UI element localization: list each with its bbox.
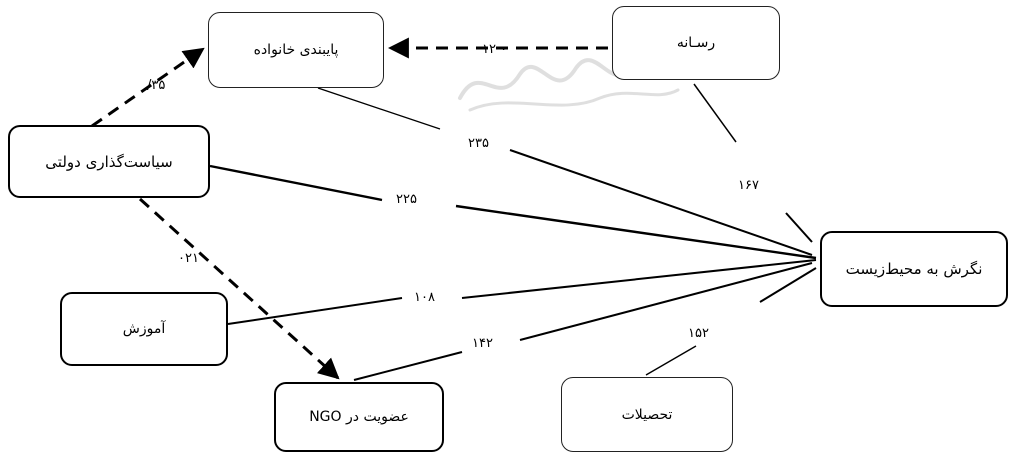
- node-government-policy-label: سیاست‌گذاری دولتی: [45, 152, 173, 171]
- node-education: آموزش: [60, 292, 228, 366]
- coefficient-media-to-attitude: ۱۶۷: [738, 178, 759, 193]
- line-education-to-attitude: [227, 259, 817, 325]
- node-environmental-attitude-label: نگرش به محیط‌زیست: [845, 260, 983, 278]
- node-media: رسـانه: [612, 6, 780, 80]
- node-schooling: تحصیلات: [561, 377, 733, 452]
- line-media-to-attitude: [693, 83, 813, 243]
- dashed-arrow-policy-to-ngo: [138, 197, 340, 380]
- line-policy-to-attitude: [209, 164, 817, 260]
- line-ngo-to-attitude: [353, 262, 813, 381]
- node-schooling-label: تحصیلات: [621, 406, 673, 423]
- coefficient-schooling-to-attitude: ۱۵۲: [688, 326, 709, 341]
- coefficient-policy-to-ngo: ۰۲۱: [178, 251, 199, 266]
- node-ngo-membership-label: عضویت در NGO: [309, 409, 409, 425]
- coefficient-policy-to-family: /۳۵: [147, 78, 166, 93]
- line-family-to-attitude: [317, 87, 813, 256]
- node-media-label: رسـانه: [676, 35, 716, 51]
- node-government-policy: سیاست‌گذاری دولتی: [8, 125, 210, 198]
- coefficient-education-to-attitude: ۱۰۸: [414, 290, 435, 305]
- node-family-commitment-label: پایبندی خانواده: [253, 42, 339, 58]
- node-education-label: آموزش: [122, 321, 166, 337]
- line-schooling-to-attitude: [645, 267, 817, 376]
- coefficient-ngo-to-attitude: ۱۴۲: [472, 336, 493, 351]
- coefficient-family-to-attitude: ۲۳۵: [468, 136, 489, 151]
- coefficient-policy-to-attitude: ۲۲۵: [396, 192, 417, 207]
- node-ngo-membership: عضویت در NGO: [274, 382, 444, 452]
- node-environmental-attitude: نگرش به محیط‌زیست: [820, 231, 1008, 307]
- dashed-arrow-policy-to-family: [91, 47, 205, 128]
- coefficient-media-to-family: ۱۲ ۰: [482, 42, 508, 57]
- node-family-commitment: پایبندی خانواده: [208, 12, 384, 88]
